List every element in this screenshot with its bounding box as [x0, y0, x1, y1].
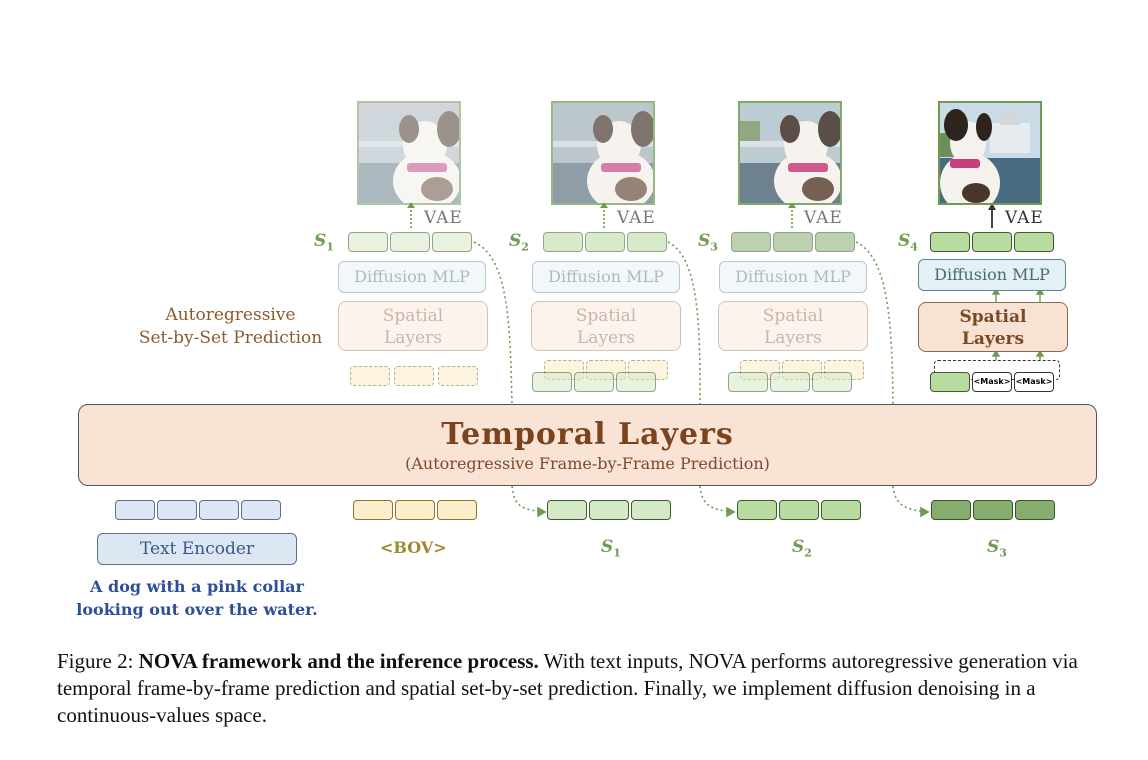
token-s3-out-c [815, 232, 855, 252]
token-s1-out-a [348, 232, 388, 252]
bov-label: <BOV> [380, 538, 447, 557]
set-label-top-1: S1 [314, 231, 334, 254]
dog-photo-icon [740, 103, 840, 203]
text-token-c [199, 500, 239, 520]
frame-image-1 [357, 101, 461, 205]
text-token-b [157, 500, 197, 520]
dog-photo-icon [940, 103, 1040, 203]
spatial-input-2-a [532, 372, 572, 392]
token-s4-out-c [1014, 232, 1054, 252]
token-s2-out-b [585, 232, 625, 252]
mask-token-1: <Mask> [972, 372, 1012, 392]
set-label-top-3: S3 [698, 231, 718, 254]
dog-photo-icon [359, 103, 459, 203]
s3-input-token-a [931, 500, 971, 520]
frame-image-3 [738, 101, 842, 205]
temporal-layers-block: Temporal Layers (Autoregressive Frame-by… [78, 404, 1097, 486]
bov-token-a [353, 500, 393, 520]
dog-photo-icon [553, 103, 653, 203]
text-token-a [115, 500, 155, 520]
diffusion-mlp-3: Diffusion MLP [719, 261, 867, 293]
token-s3-out-a [731, 232, 771, 252]
diffusion-mlp-1: Diffusion MLP [338, 261, 486, 293]
temporal-title: Temporal Layers [441, 417, 734, 452]
frame-image-4 [938, 101, 1042, 205]
vae-label-4: VAE [1005, 208, 1044, 228]
mask-token-2: <Mask> [1014, 372, 1054, 392]
s3-input-token-c [1015, 500, 1055, 520]
token-s1-out-b [390, 232, 430, 252]
spatial-input-3-b [770, 372, 810, 392]
text-token-d [241, 500, 281, 520]
spatial-input-3-a [728, 372, 768, 392]
text-encoder-block: Text Encoder [97, 533, 297, 565]
diffusion-mlp-4: Diffusion MLP [918, 259, 1066, 291]
s3-input-token-b [973, 500, 1013, 520]
frame-image-2 [551, 101, 655, 205]
s2-input-token-c [821, 500, 861, 520]
token-s4-out-a [930, 232, 970, 252]
s1-input-token-b [589, 500, 629, 520]
set-label-bottom-3: S3 [987, 537, 1007, 560]
set-label-top-4: S4 [898, 231, 918, 254]
spatial-input-2-c [616, 372, 656, 392]
vae-label-3: VAE [804, 208, 843, 228]
spatial-input-1-c [438, 366, 478, 386]
token-s3-out-b [773, 232, 813, 252]
token-s4-out-b [972, 232, 1012, 252]
spatial-input-4-a [930, 372, 970, 392]
token-s2-out-c [627, 232, 667, 252]
figure-caption: Figure 2: NOVA framework and the inferen… [57, 649, 1078, 727]
s2-input-token-a [737, 500, 777, 520]
s1-input-token-a [547, 500, 587, 520]
s2-input-token-b [779, 500, 819, 520]
s1-input-token-c [631, 500, 671, 520]
set-label-bottom-2: S2 [792, 537, 812, 560]
spatial-input-1-a [350, 366, 390, 386]
bov-token-c [437, 500, 477, 520]
spatial-input-1-b [394, 366, 434, 386]
temporal-subtitle: (Autoregressive Frame-by-Frame Predictio… [405, 454, 770, 473]
token-s2-out-a [543, 232, 583, 252]
set-label-bottom-1: S1 [601, 537, 621, 560]
token-s1-out-c [432, 232, 472, 252]
bov-token-b [395, 500, 435, 520]
set-label-top-2: S2 [509, 231, 529, 254]
vae-label-2: VAE [617, 208, 656, 228]
diffusion-mlp-2: Diffusion MLP [532, 261, 680, 293]
vae-label-1: VAE [424, 208, 463, 228]
spatial-input-2-b [574, 372, 614, 392]
spatial-input-3-c [812, 372, 852, 392]
